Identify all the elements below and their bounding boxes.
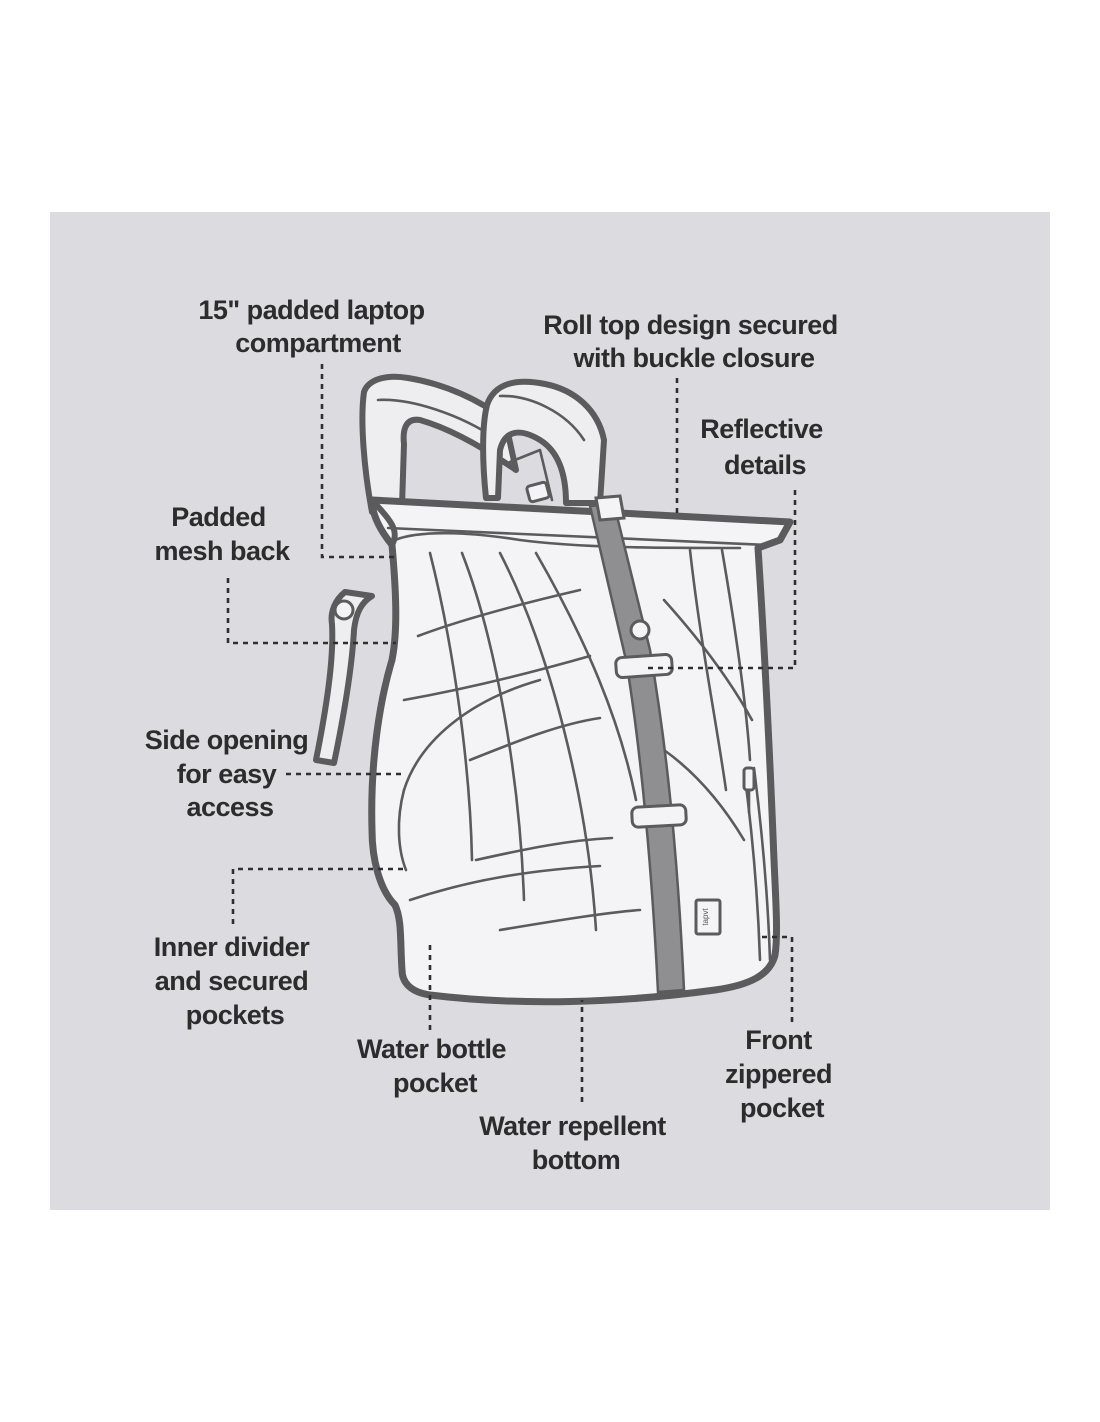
label-side-opening: Side opening for easy access <box>145 725 316 822</box>
callout-labels: 15" padded laptop compartment Roll top d… <box>145 295 845 1175</box>
label-inner-divider: Inner divider and secured pockets <box>154 932 317 1030</box>
label-water-repellent-bottom: Water repellent bottom <box>479 1111 673 1175</box>
side-strap-icon <box>313 589 375 766</box>
label-mesh-back: Padded mesh back <box>154 502 291 566</box>
label-laptop-compartment: 15" padded laptop compartment <box>198 295 431 358</box>
leader-lines <box>226 364 797 1102</box>
logo-tag: tapvt <box>701 908 710 926</box>
reflective-strap-icon <box>588 502 686 994</box>
leader-inner-divider <box>231 867 403 924</box>
label-water-bottle-pocket: Water bottle pocket <box>357 1034 513 1098</box>
leader-laptop <box>320 364 395 559</box>
label-front-zippered-pocket: Front zippered pocket <box>725 1025 839 1123</box>
back-strap-icon <box>359 373 519 515</box>
label-roll-top: Roll top design secured with buckle clos… <box>543 310 845 373</box>
front-strap-icon <box>480 378 607 506</box>
label-reflective-details: Reflective details <box>700 414 830 480</box>
backpack-icon: tapvt <box>313 373 794 1006</box>
leader-mesh-back <box>226 578 396 645</box>
leader-front-pocket <box>762 935 794 1022</box>
